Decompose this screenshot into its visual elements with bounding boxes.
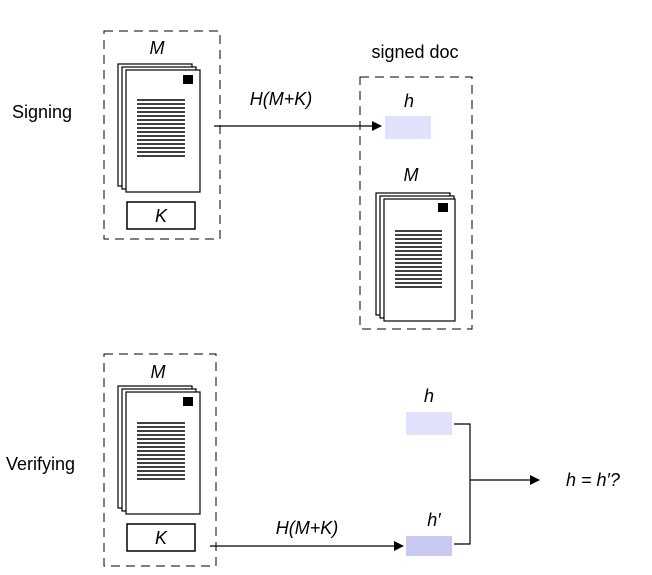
signing-section: Signing M [12,30,382,240]
signed-doc-title: signed doc [371,42,458,62]
verifying-label: Verifying [6,454,75,474]
verifying-message-label: M [151,362,166,382]
comparison-label: h = h′? [566,470,620,490]
signed-doc-message-label: M [404,165,419,185]
received-hash-label: h [424,386,434,406]
signed-doc-section: signed doc h M [359,42,473,330]
signing-document-icon [117,63,201,193]
signed-doc-hash-label: h [404,91,414,111]
verifying-section: Verifying M [6,353,620,567]
computed-hash-box [406,536,452,556]
verifying-key-box [126,523,196,552]
signing-arrow-label: H(M+K) [250,89,313,109]
computed-hash-label: h′ [427,510,441,530]
verifying-arrow-label: H(M+K) [276,518,339,538]
signing-input-group [103,30,221,240]
signing-message-label: M [150,38,165,58]
signed-doc-document-icon [375,192,456,322]
comparison-bracket [454,423,471,545]
signed-doc-hash-box [385,116,431,139]
received-hash-box [406,412,452,435]
signing-key-box [126,201,196,230]
verifying-document-icon [117,385,201,515]
signing-key-label: K [155,206,168,226]
signed-doc-group [359,76,473,330]
verifying-key-label: K [155,528,168,548]
signing-label: Signing [12,102,72,122]
verifying-input-group [103,353,217,567]
